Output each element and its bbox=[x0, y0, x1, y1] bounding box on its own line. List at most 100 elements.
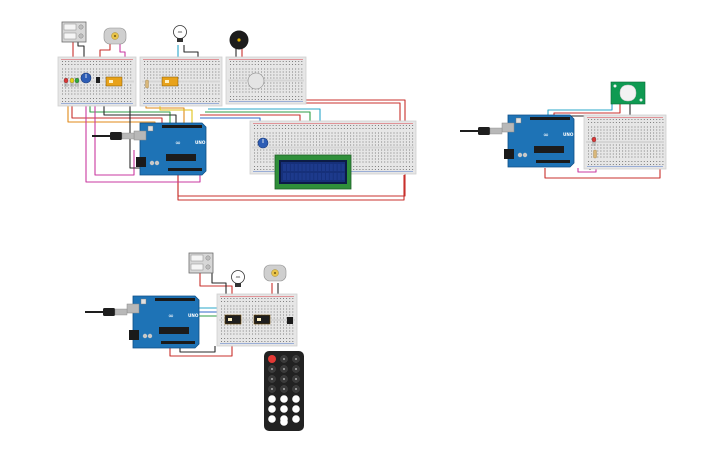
wire-2-rail[interactable] bbox=[544, 165, 661, 179]
relay-body[interactable] bbox=[253, 314, 271, 325]
resistor-body[interactable] bbox=[145, 79, 149, 89]
relay-3b[interactable] bbox=[253, 314, 271, 325]
remote-number-button[interactable] bbox=[292, 405, 300, 413]
usb-port[interactable] bbox=[133, 130, 147, 141]
relay-body[interactable] bbox=[224, 314, 242, 325]
potentiometer-1[interactable] bbox=[80, 72, 92, 84]
hole bbox=[96, 64, 98, 65]
wire-3-batt-red[interactable] bbox=[199, 272, 233, 300]
hole bbox=[68, 101, 70, 102]
usb-plug[interactable] bbox=[478, 127, 490, 135]
remote-number-button[interactable] bbox=[268, 395, 276, 403]
remote-number-button[interactable] bbox=[292, 415, 300, 423]
wire-motor[interactable] bbox=[99, 44, 111, 60]
wire-3-gnd[interactable] bbox=[179, 346, 216, 353]
wire-loop-red-b[interactable] bbox=[177, 172, 405, 201]
led-body[interactable] bbox=[69, 77, 75, 84]
hole bbox=[236, 298, 238, 299]
wire-gnd-a[interactable] bbox=[129, 106, 140, 169]
hole bbox=[71, 101, 73, 102]
pir-sensor-2[interactable] bbox=[610, 81, 646, 105]
wire-loop-magenta[interactable] bbox=[85, 105, 201, 183]
breadboard-1b[interactable] bbox=[139, 56, 223, 107]
power-jack[interactable] bbox=[129, 330, 139, 340]
usb-connector[interactable] bbox=[121, 132, 135, 140]
remote-number-button[interactable] bbox=[268, 405, 276, 413]
remote-number-button[interactable] bbox=[280, 395, 288, 403]
lcd-16x2-1[interactable] bbox=[274, 154, 352, 190]
piezo-buzzer-1[interactable] bbox=[229, 30, 249, 50]
relay-body[interactable] bbox=[105, 76, 123, 87]
bulb-glass[interactable] bbox=[231, 270, 245, 284]
power-jack[interactable] bbox=[136, 157, 146, 167]
battery-pack-3[interactable] bbox=[188, 252, 214, 274]
remote-power-button[interactable] bbox=[268, 355, 276, 363]
arduino-uno-2[interactable]: ∞UNO bbox=[501, 114, 575, 168]
remote-number-button[interactable] bbox=[268, 415, 276, 423]
led-yellow-1[interactable] bbox=[69, 77, 75, 87]
analog-header[interactable] bbox=[168, 168, 202, 171]
resistor-body[interactable] bbox=[593, 149, 597, 159]
led-red-1[interactable] bbox=[63, 77, 69, 87]
reset-button[interactable] bbox=[515, 117, 522, 124]
remote-number-button[interactable] bbox=[280, 405, 288, 413]
wire-lcd-4[interactable] bbox=[208, 108, 321, 124]
power-jack[interactable] bbox=[504, 149, 514, 159]
resistor-2[interactable] bbox=[593, 149, 597, 159]
wire-3-rail[interactable] bbox=[169, 346, 233, 357]
arduino-uno-3[interactable]: ∞UNO bbox=[126, 295, 200, 349]
breadboard-1c[interactable] bbox=[225, 56, 307, 105]
wire-motor-b[interactable] bbox=[119, 44, 126, 60]
usb-cable-3[interactable] bbox=[85, 308, 128, 316]
pir-dome[interactable] bbox=[619, 84, 637, 102]
remote-number-button[interactable] bbox=[280, 418, 288, 426]
usb-cable-1[interactable] bbox=[92, 132, 135, 140]
analog-header[interactable] bbox=[536, 160, 570, 163]
wire-lcd-3[interactable] bbox=[205, 111, 311, 124]
temperature-sensor-1[interactable] bbox=[247, 72, 265, 90]
bulb-glass[interactable] bbox=[173, 25, 187, 39]
resistor-1[interactable] bbox=[145, 79, 149, 89]
wire-loop-magenta-b[interactable] bbox=[94, 105, 135, 176]
usb-plug[interactable] bbox=[110, 132, 122, 140]
hole bbox=[393, 125, 395, 126]
relay-1b[interactable] bbox=[161, 76, 179, 87]
dc-motor-3[interactable] bbox=[263, 264, 287, 282]
remote-number-button[interactable] bbox=[292, 395, 300, 403]
potentiometer-lcd[interactable] bbox=[257, 137, 269, 149]
usb-cable-2[interactable] bbox=[460, 127, 503, 135]
light-bulb-3[interactable] bbox=[231, 270, 245, 288]
usb-port[interactable] bbox=[126, 303, 140, 314]
led-body[interactable] bbox=[63, 77, 69, 84]
digital-header[interactable] bbox=[162, 125, 202, 128]
usb-connector[interactable] bbox=[114, 308, 128, 316]
analog-header[interactable] bbox=[161, 341, 195, 344]
usb-plug[interactable] bbox=[103, 308, 115, 316]
ir-receiver-3[interactable] bbox=[287, 317, 293, 324]
arduino-uno-1[interactable]: ∞UNO bbox=[133, 122, 207, 176]
usb-connector[interactable] bbox=[489, 127, 503, 135]
led-green-1[interactable] bbox=[74, 77, 80, 87]
breadboard-2[interactable] bbox=[583, 114, 667, 170]
led-body[interactable] bbox=[74, 77, 80, 84]
ir-remote[interactable] bbox=[264, 351, 304, 431]
relay-3a[interactable] bbox=[224, 314, 242, 325]
light-bulb-1[interactable] bbox=[173, 25, 187, 43]
dc-motor-1[interactable] bbox=[103, 27, 127, 45]
digital-header[interactable] bbox=[530, 117, 570, 120]
hole bbox=[193, 71, 195, 73]
wire-pir-signal[interactable] bbox=[547, 104, 613, 118]
digital-header[interactable] bbox=[155, 298, 195, 301]
led-2[interactable] bbox=[591, 136, 597, 146]
battery-pack-1[interactable] bbox=[61, 21, 87, 43]
reset-button[interactable] bbox=[140, 298, 147, 305]
hole bbox=[218, 74, 220, 76]
wire-3-batt-black[interactable] bbox=[211, 272, 227, 300]
led-body[interactable] bbox=[591, 136, 597, 143]
relay-1a[interactable] bbox=[105, 76, 123, 87]
relay-body[interactable] bbox=[161, 76, 179, 87]
reset-button[interactable] bbox=[147, 125, 154, 132]
usb-port[interactable] bbox=[501, 122, 515, 133]
